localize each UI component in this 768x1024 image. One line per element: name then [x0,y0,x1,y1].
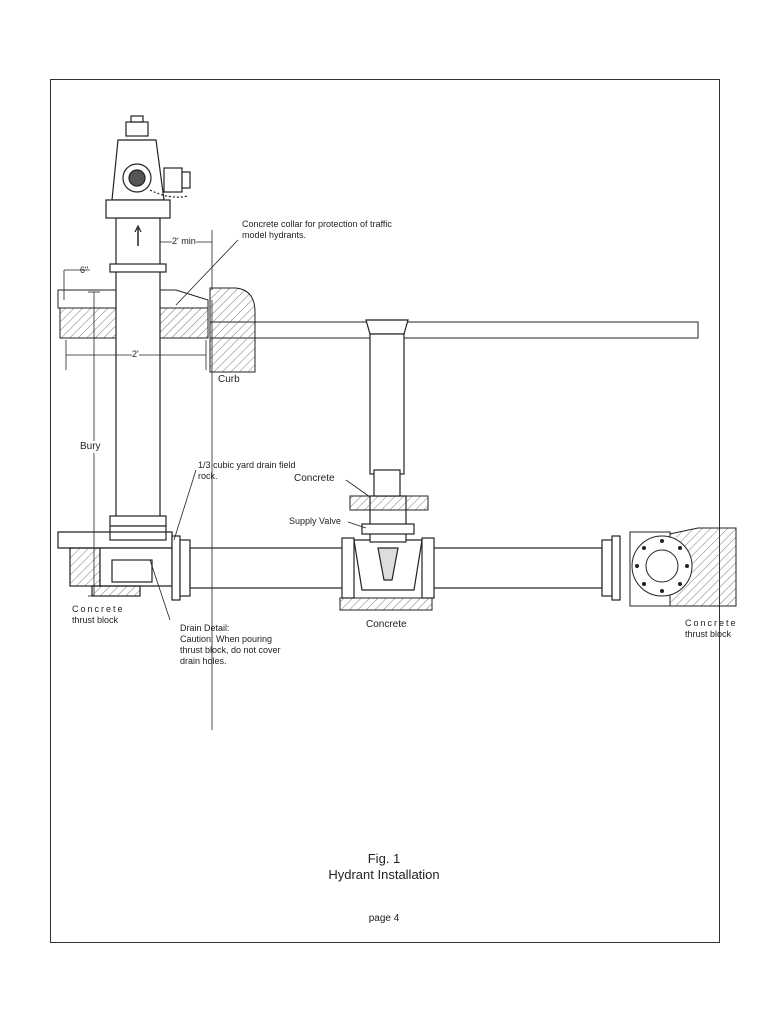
dim-6in: 6" [80,265,89,275]
collar-note: Concrete collar for protection of traffi… [242,219,392,241]
leader-lines [149,239,371,621]
bury-label: Bury [80,441,101,453]
valve-concrete-pad [339,495,433,611]
page-number: page 4 [368,913,400,924]
figure-number: Fig. 1 [367,851,401,866]
thrust-block-right-label: Concrete thrust block [685,618,738,640]
hydrant-barrel [109,217,167,541]
curb-label: Curb [218,374,240,385]
collar-note-line-2: model hydrants. [242,230,307,240]
road-surface [209,321,699,339]
drain-detail-line-4: drain holes. [180,656,227,666]
concrete-upper-label: Concrete [294,473,335,484]
left-flange [171,535,191,601]
supply-valve-label: Supply Valve [289,516,341,526]
thrust-left-line-2: thrust block [72,615,119,625]
thrust-block-left-label: Concrete thrust block [72,604,125,626]
collar-note-line-1: Concrete collar for protection of traffi… [242,219,392,229]
page-border [50,79,720,943]
drain-detail-line-1: Drain Detail: [180,623,230,633]
drain-rock-note: 1/3 cubic yard drain field rock. [198,460,296,482]
thrust-right-line-2: thrust block [685,629,732,639]
hydrant-head [105,115,191,219]
hydrant-shoe [57,531,173,597]
dim-2ft: 2' [132,349,139,360]
dim-2ft-min: 2' min [172,236,196,247]
drain-detail-note: Drain Detail: Caution: When pouring thru… [180,623,281,667]
drain-rock-line-2: rock. [198,471,218,481]
curb [209,287,256,373]
supply-valve [341,495,435,599]
thrust-right-line-1: Concrete [685,618,738,628]
figure-title: Hydrant Installation [328,867,440,882]
drain-detail-line-2: Caution: When pouring [180,634,273,644]
supply-main [189,535,621,601]
drain-rock-line-1: 1/3 cubic yard drain field [198,460,296,470]
right-thrust-block [629,527,737,607]
concrete-lower-label: Concrete [366,619,407,630]
drain-detail-line-3: thrust block, do not cover [180,645,281,655]
thrust-left-line-1: Concrete [72,604,125,614]
valve-box [365,319,409,497]
